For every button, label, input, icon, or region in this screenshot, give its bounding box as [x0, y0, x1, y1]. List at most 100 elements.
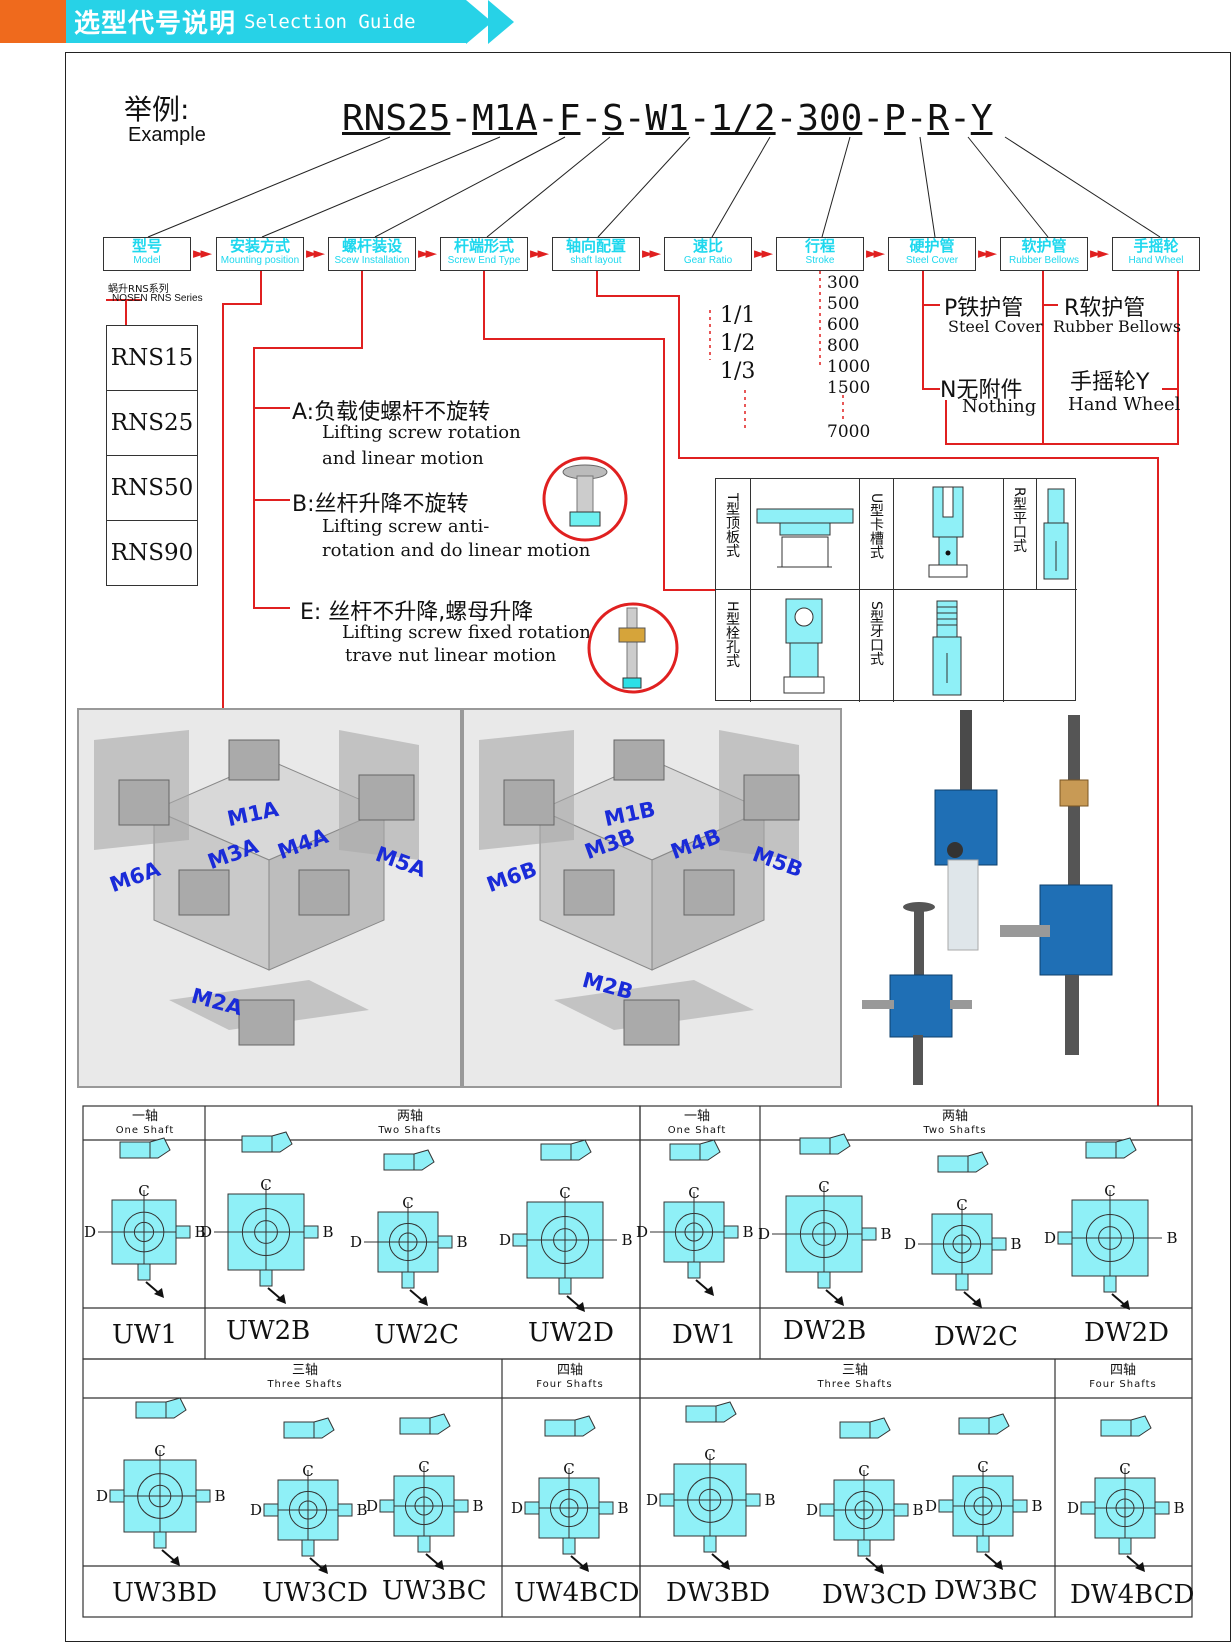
- category-cn: 手摇轮: [1133, 237, 1179, 255]
- category-en: Rubber Bellows: [1008, 255, 1080, 266]
- config-code: UW2B: [226, 1316, 311, 1346]
- config-code: DW4BCD: [1070, 1580, 1195, 1610]
- stroke-item: 7000: [827, 422, 871, 442]
- code-part: 1/2: [710, 98, 776, 139]
- divider: [1003, 479, 1005, 702]
- motor-glyph-icon: [669, 1143, 701, 1161]
- output-shaft: [153, 1531, 167, 1549]
- rotation-arrow-icon: [972, 1298, 982, 1308]
- axis-label-c: C: [302, 1462, 313, 1480]
- axis-label-b: B: [764, 1491, 775, 1509]
- motor-glyph-icon: [399, 1417, 431, 1435]
- output-shaft: [301, 1539, 315, 1557]
- axis-label-b: B: [912, 1501, 923, 1519]
- flat-end-drawing: [1043, 488, 1069, 580]
- end-cn: 型栓孔式: [724, 611, 740, 668]
- end-cn: 型顶板式: [724, 501, 740, 558]
- output-shaft: [562, 1537, 576, 1555]
- axis-label-c: C: [418, 1458, 429, 1476]
- config-code: UW1: [112, 1320, 178, 1350]
- axis-label-b: B: [880, 1225, 891, 1243]
- side-shaft: [109, 1489, 125, 1503]
- axis-label-d: D: [200, 1223, 212, 1241]
- axis-label-b: B: [1166, 1229, 1177, 1247]
- axis-label-d: D: [250, 1501, 262, 1519]
- code-part: -: [775, 98, 798, 139]
- output-shaft: [401, 1271, 415, 1289]
- cover-p-en: Steel Cover: [948, 317, 1043, 336]
- chevron-icon: [488, 0, 514, 44]
- output-shaft: [1103, 1275, 1117, 1293]
- rotation-arrow-icon: [276, 1294, 286, 1304]
- header-en: Three Shafts: [267, 1379, 343, 1390]
- config-code: DW2C: [934, 1322, 1019, 1352]
- stroke-item: 1500: [827, 378, 871, 398]
- axis-label-d: D: [646, 1491, 658, 1509]
- config-code: DW2B: [783, 1316, 867, 1346]
- side-shaft: [195, 1489, 211, 1503]
- side-shaft: [745, 1493, 761, 1507]
- side-shaft: [893, 1503, 909, 1517]
- category-en: Model: [133, 255, 161, 266]
- output-shaft: [703, 1535, 717, 1553]
- axis-label-c: C: [1104, 1182, 1115, 1200]
- config-code: UW2C: [374, 1320, 460, 1350]
- output-shaft: [259, 1269, 273, 1287]
- thread-end-drawing: [932, 600, 962, 696]
- side-shaft: [659, 1493, 675, 1507]
- side-shaft: [1057, 1231, 1073, 1245]
- arrow-right-icon: ►►: [193, 244, 212, 262]
- axis-label-c: C: [956, 1196, 967, 1214]
- mounting-b-photo: M1B M3B M4B M5B M6B M2B: [462, 708, 842, 1088]
- code-part: -: [623, 98, 646, 139]
- category-en: Steel Cover: [905, 255, 959, 266]
- axis-label-c: C: [402, 1194, 413, 1212]
- ratio-item: 1/1: [720, 303, 756, 328]
- rotation-arrow-icon: [704, 1286, 714, 1296]
- code-part: Y: [970, 98, 993, 139]
- motor-glyph-icon: [540, 1143, 572, 1161]
- handwheel-en: Hand Wheel: [1068, 394, 1181, 415]
- axis-label-c: C: [688, 1184, 699, 1202]
- motor-glyph-icon: [241, 1135, 273, 1153]
- model-cell: RNS90: [110, 540, 194, 566]
- config-code: UW3BC: [382, 1576, 487, 1606]
- axis-label-b: B: [1010, 1235, 1021, 1253]
- end-type-u: U型卡槽式: [868, 493, 884, 559]
- install-b-en1: Lifting screw anti-: [322, 516, 490, 537]
- handwheel-cn: 手摇轮Y: [1070, 370, 1150, 395]
- config-code: UW4BCD: [514, 1578, 640, 1608]
- category-cn: 硬护管: [909, 237, 955, 255]
- series-label-en: NOSEN RNS Series: [112, 293, 203, 304]
- output-shaft: [857, 1539, 871, 1557]
- end-type-table: T型顶板式 U型卡槽式 R型平口式 H型栓孔式 S型牙口式: [715, 478, 1077, 702]
- header-en: Four Shafts: [1089, 1379, 1157, 1390]
- side-shaft: [938, 1499, 954, 1513]
- config-code: UW3CD: [262, 1578, 368, 1608]
- side-shaft: [861, 1227, 877, 1241]
- axis-label-c: C: [260, 1176, 271, 1194]
- output-shaft: [558, 1277, 572, 1295]
- axis-label-b: B: [322, 1223, 333, 1241]
- config-code: DW3BD: [666, 1578, 771, 1608]
- divider: [859, 479, 861, 702]
- header-cn: 两轴: [941, 1109, 968, 1124]
- header-cn: 四轴: [1109, 1363, 1136, 1378]
- axis-label-b: B: [1173, 1499, 1184, 1517]
- side-shaft: [512, 1233, 528, 1247]
- motor-glyph-icon: [165, 1397, 187, 1419]
- ratio-item: 1/3: [720, 359, 756, 384]
- motor-glyph-icon: [570, 1139, 592, 1161]
- axis-label-c: C: [1119, 1460, 1130, 1478]
- motor-glyph-icon: [135, 1401, 167, 1419]
- end-type-s: S型牙口式: [868, 601, 884, 666]
- side-shaft: [175, 1225, 191, 1239]
- category-en: Stroke: [805, 255, 835, 266]
- rotation-arrow-icon: [720, 1560, 730, 1570]
- rotation-arrow-icon: [579, 1562, 589, 1572]
